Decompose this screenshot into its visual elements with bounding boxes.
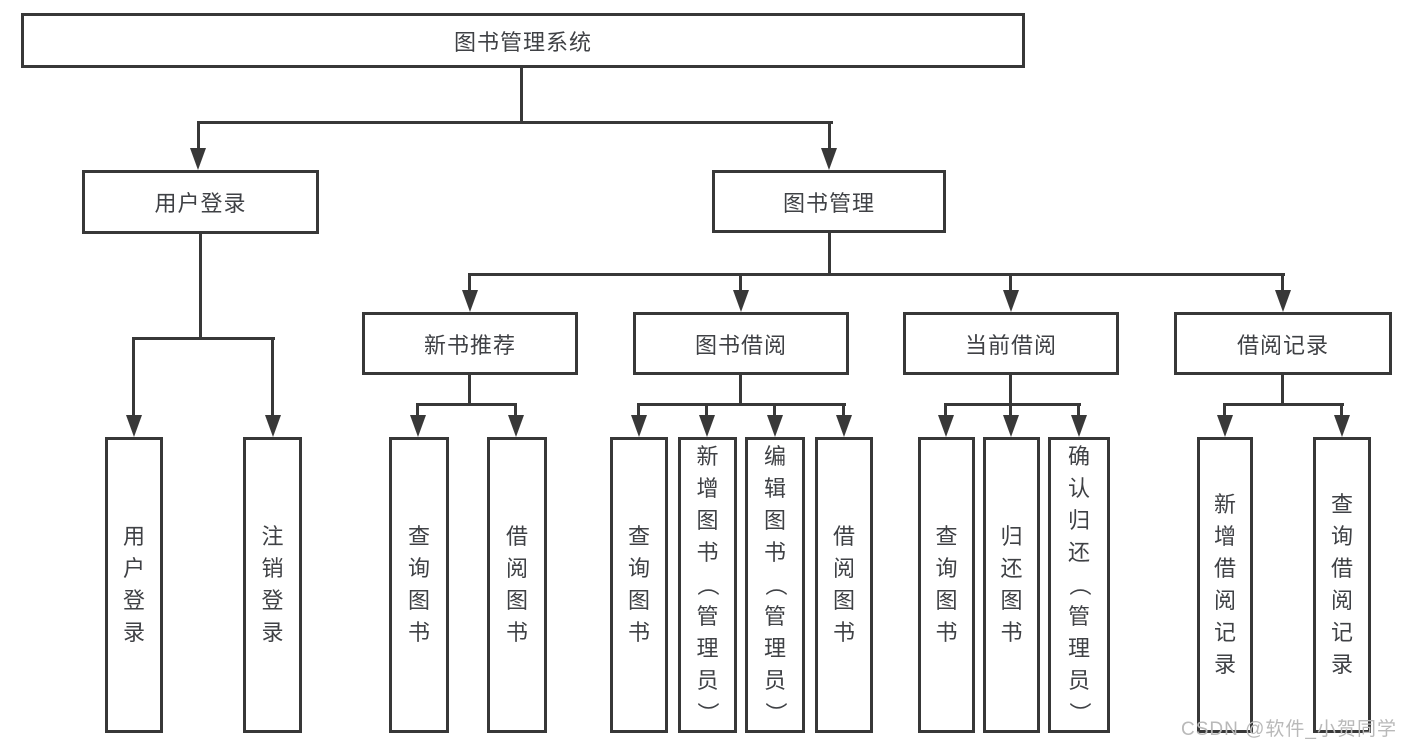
branch-book-management-label: 图书管理: [782, 190, 875, 216]
leaf-query-books-1-label: 查询图书: [407, 524, 430, 645]
connector-line: [828, 121, 831, 149]
section-borrow-records-label: 借阅记录: [1236, 332, 1329, 358]
leaf-node-add-books-admin: 新增图书（管理员）: [678, 437, 737, 733]
arrow-head: [508, 415, 524, 437]
connector-line: [637, 403, 640, 415]
connector-line: [739, 273, 742, 290]
connector-line: [468, 273, 471, 290]
connector-line: [739, 375, 742, 403]
connector-line: [1009, 375, 1012, 403]
root-node-library-system: 图书管理系统: [21, 13, 1025, 68]
connector-line: [1281, 375, 1284, 403]
arrow-head: [1003, 415, 1019, 437]
connector-line: [468, 273, 1285, 276]
leaf-node-borrow-books-2: 借阅图书: [815, 437, 873, 733]
leaf-query-borrow-record-label: 查询借阅记录: [1330, 492, 1353, 677]
leaf-confirm-return-admin-label: 确认归还（管理员）: [1066, 444, 1092, 725]
arrow-head: [821, 148, 837, 170]
connector-line: [468, 375, 471, 403]
connector-line: [520, 68, 523, 121]
connector-line: [416, 403, 517, 406]
leaf-node-query-books-3: 查询图书: [918, 437, 975, 733]
section-node-current-borrow: 当前借阅: [903, 312, 1119, 375]
leaf-node-add-borrow-record: 新增借阅记录: [1197, 437, 1253, 733]
section-new-book-recommend-label: 新书推荐: [423, 332, 516, 358]
arrow-head: [410, 415, 426, 437]
connector-line: [637, 403, 846, 406]
leaf-logout-label: 注销登录: [261, 524, 284, 645]
connector-line: [705, 403, 708, 415]
leaf-node-confirm-return-admin: 确认归还（管理员）: [1048, 437, 1110, 733]
arrow-head: [1071, 415, 1087, 437]
branch-user-login-label: 用户登录: [154, 191, 247, 216]
connector-line: [828, 233, 831, 273]
arrow-head: [938, 415, 954, 437]
arrow-head: [1217, 415, 1233, 437]
root-node-label: 图书管理系统: [453, 29, 592, 55]
connector-line: [773, 403, 776, 415]
leaf-add-borrow-record-label: 新增借阅记录: [1213, 492, 1236, 677]
connector-line: [197, 121, 200, 149]
connector-line: [199, 234, 202, 337]
arrow-head: [190, 148, 206, 170]
section-current-borrow-label: 当前借阅: [964, 332, 1057, 358]
connector-line: [271, 337, 274, 415]
connector-line: [1223, 403, 1226, 415]
arrow-head: [733, 290, 749, 312]
connector-line: [197, 121, 833, 124]
leaf-node-query-books-1: 查询图书: [389, 437, 449, 733]
connector-line: [1077, 403, 1080, 415]
connector-line: [1340, 403, 1343, 415]
leaf-node-borrow-books-1: 借阅图书: [487, 437, 547, 733]
leaf-borrow-books-1-label: 借阅图书: [505, 524, 528, 645]
leaf-node-user-login: 用户登录: [105, 437, 163, 733]
branch-node-user-login: 用户登录: [82, 170, 319, 234]
leaf-add-books-admin-label: 新增图书（管理员）: [695, 444, 721, 725]
arrow-head: [1334, 415, 1350, 437]
connector-line: [514, 403, 517, 415]
connector-line: [416, 403, 419, 415]
arrow-head: [836, 415, 852, 437]
arrow-head: [699, 415, 715, 437]
arrow-head: [265, 415, 281, 437]
section-node-book-borrow: 图书借阅: [633, 312, 849, 375]
leaf-return-books-label: 归还图书: [1000, 524, 1023, 645]
connector-line: [944, 403, 947, 415]
leaf-query-books-2-label: 查询图书: [627, 524, 650, 645]
leaf-user-login-label: 用户登录: [122, 524, 145, 645]
leaf-node-logout: 注销登录: [243, 437, 302, 733]
section-book-borrow-label: 图书借阅: [694, 332, 787, 358]
leaf-node-query-books-2: 查询图书: [610, 437, 668, 733]
connector-line: [944, 403, 1081, 406]
leaf-node-edit-books-admin: 编辑图书（管理员）: [745, 437, 805, 733]
csdn-watermark: CSDN @软件_小贺同学: [1181, 719, 1397, 740]
connector-line: [1223, 403, 1344, 406]
connector-line: [1009, 403, 1012, 415]
branch-node-book-management: 图书管理: [712, 170, 946, 233]
leaf-borrow-books-2-label: 借阅图书: [832, 524, 855, 645]
arrow-head: [1003, 290, 1019, 312]
connector-line: [1009, 273, 1012, 290]
connector-line: [132, 337, 135, 415]
section-node-new-book-recommend: 新书推荐: [362, 312, 578, 375]
leaf-node-query-borrow-record: 查询借阅记录: [1313, 437, 1371, 733]
leaf-query-books-3-label: 查询图书: [935, 524, 958, 645]
leaf-edit-books-admin-label: 编辑图书（管理员）: [762, 444, 788, 725]
arrow-head: [631, 415, 647, 437]
leaf-node-return-books: 归还图书: [983, 437, 1040, 733]
connector-line: [1281, 273, 1284, 290]
section-node-borrow-records: 借阅记录: [1174, 312, 1392, 375]
arrow-head: [462, 290, 478, 312]
arrow-head: [126, 415, 142, 437]
connector-line: [842, 403, 845, 415]
connector-line: [132, 337, 275, 340]
arrow-head: [767, 415, 783, 437]
arrow-head: [1275, 290, 1291, 312]
